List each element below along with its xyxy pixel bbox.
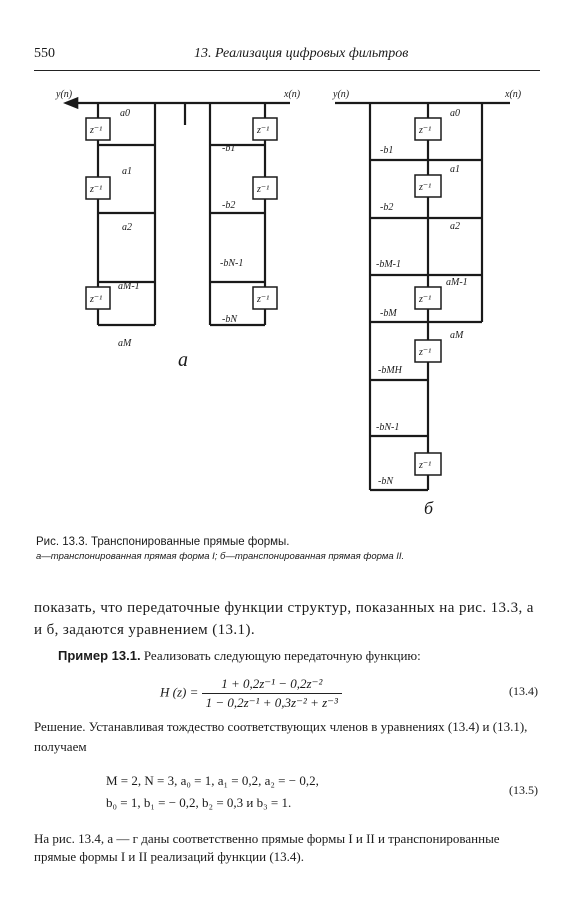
eq-lhs: H (z) = <box>160 684 202 700</box>
eq-numerator: 1 + 0,2z⁻¹ − 0,2z⁻² <box>201 676 342 694</box>
figure-transposed-forms: y(n) x(n) z⁻¹ z⁻¹ z⁻¹ z⁻¹ z⁻¹ z⁻¹ a0 a1 … <box>55 89 522 518</box>
eq-denominator: 1 − 0,2z⁻¹ + 0,3z⁻² + z⁻³ <box>205 695 338 710</box>
coef-a0: a0 <box>450 108 460 119</box>
coef-b1: -b1 <box>222 143 235 154</box>
delay-label: z⁻¹ <box>256 294 269 305</box>
panel-b-diagram <box>335 101 510 492</box>
caption-title: Рис. 13.3. Транспонированные прямые форм… <box>36 536 290 548</box>
example-text: Реализовать следующую передаточную функц… <box>140 648 421 663</box>
system-line-2: b₀ = 1, b₁ = − 0,2, b₂ = 0,3 и b₃ = 1. <box>106 795 292 810</box>
delay-label: z⁻¹ <box>418 460 431 471</box>
delay-label: z⁻¹ <box>89 184 102 195</box>
panel-b-labels: y(n) x(n) z⁻¹ z⁻¹ z⁻¹ z⁻¹ z⁻¹ a0 a1 a2 a… <box>332 89 522 518</box>
figure-caption: Рис. 13.3. Транспонированные прямые форм… <box>36 536 546 562</box>
eq-number-13-5: (13.5) <box>509 783 538 797</box>
caption-legend: а—транспонированная прямая форма I; б—тр… <box>36 551 405 562</box>
eq-number-13-4: (13.4) <box>509 684 538 698</box>
delay-label: z⁻¹ <box>256 125 269 136</box>
coef-a1: a1 <box>122 166 132 177</box>
coef-b2: -b2 <box>222 200 235 211</box>
delay-label: z⁻¹ <box>89 125 102 136</box>
paragraph-final: На рис. 13.4, а — г даны соответственно … <box>34 831 500 864</box>
coef-a2: a2 <box>450 221 460 232</box>
page-number: 550 <box>34 46 55 61</box>
input-label-a: x(n) <box>283 89 301 100</box>
coef-bN: -bN <box>222 314 238 325</box>
panel-a-labels: y(n) x(n) z⁻¹ z⁻¹ z⁻¹ z⁻¹ z⁻¹ z⁻¹ a0 a1 … <box>55 89 301 371</box>
coef-a1: a1 <box>450 164 460 175</box>
output-label-a: y(n) <box>55 89 73 100</box>
coef-a2: a2 <box>122 222 132 233</box>
panel-b-letter: б <box>424 498 434 518</box>
coef-a0: a0 <box>120 108 130 119</box>
input-label-b: x(n) <box>504 89 522 100</box>
delay-label: z⁻¹ <box>89 294 102 305</box>
eq-fraction: 1 + 0,2z⁻¹ − 0,2z⁻² 1 − 0,2z⁻¹ + 0,3z⁻² … <box>201 676 342 711</box>
coef-aM-1: aM-1 <box>446 277 468 288</box>
coef-bN-1: -bN-1 <box>220 258 243 269</box>
example-label: Пример 13.1. <box>58 648 141 663</box>
delay-label: z⁻¹ <box>418 125 431 136</box>
system-line-1: M = 2, N = 3, a₀ = 1, a₁ = 0,2, a₂ = − 0… <box>106 773 319 788</box>
coef-aM: aM <box>118 338 132 349</box>
coef-bMH: -bMH <box>378 365 403 376</box>
panel-b-delays <box>414 117 442 476</box>
solution-paragraph: Решение. Устанавливая тождество соответс… <box>34 719 528 754</box>
coef-bN-1: -bN-1 <box>376 422 399 433</box>
coef-bN: -bN <box>378 476 394 487</box>
running-header: 550 13. Реализация цифровых фильтров <box>34 44 540 71</box>
delay-label: z⁻¹ <box>418 347 431 358</box>
coef-b2: -b2 <box>380 202 393 213</box>
coef-bM-1: -bM-1 <box>376 259 401 270</box>
equation-13-4: H (z) = 1 + 0,2z⁻¹ − 0,2z⁻² 1 − 0,2z⁻¹ +… <box>160 676 342 711</box>
chapter-title: 13. Реализация цифровых фильтров <box>194 46 409 61</box>
delay-label: z⁻¹ <box>256 184 269 195</box>
coef-aM: aM <box>450 330 464 341</box>
paragraph-intro: показать, что передаточные функции струк… <box>34 600 534 638</box>
delay-label: z⁻¹ <box>418 182 431 193</box>
coef-aM-1: aM-1 <box>118 281 140 292</box>
delay-label: z⁻¹ <box>418 294 431 305</box>
coef-b1: -b1 <box>380 145 393 156</box>
example-heading: Пример 13.1. Реализовать следующую перед… <box>58 648 421 664</box>
panel-a-letter: a <box>178 349 188 371</box>
panel-a-delays <box>85 117 278 310</box>
coef-bM: -bM <box>380 308 397 319</box>
output-label-b: y(n) <box>332 89 350 100</box>
